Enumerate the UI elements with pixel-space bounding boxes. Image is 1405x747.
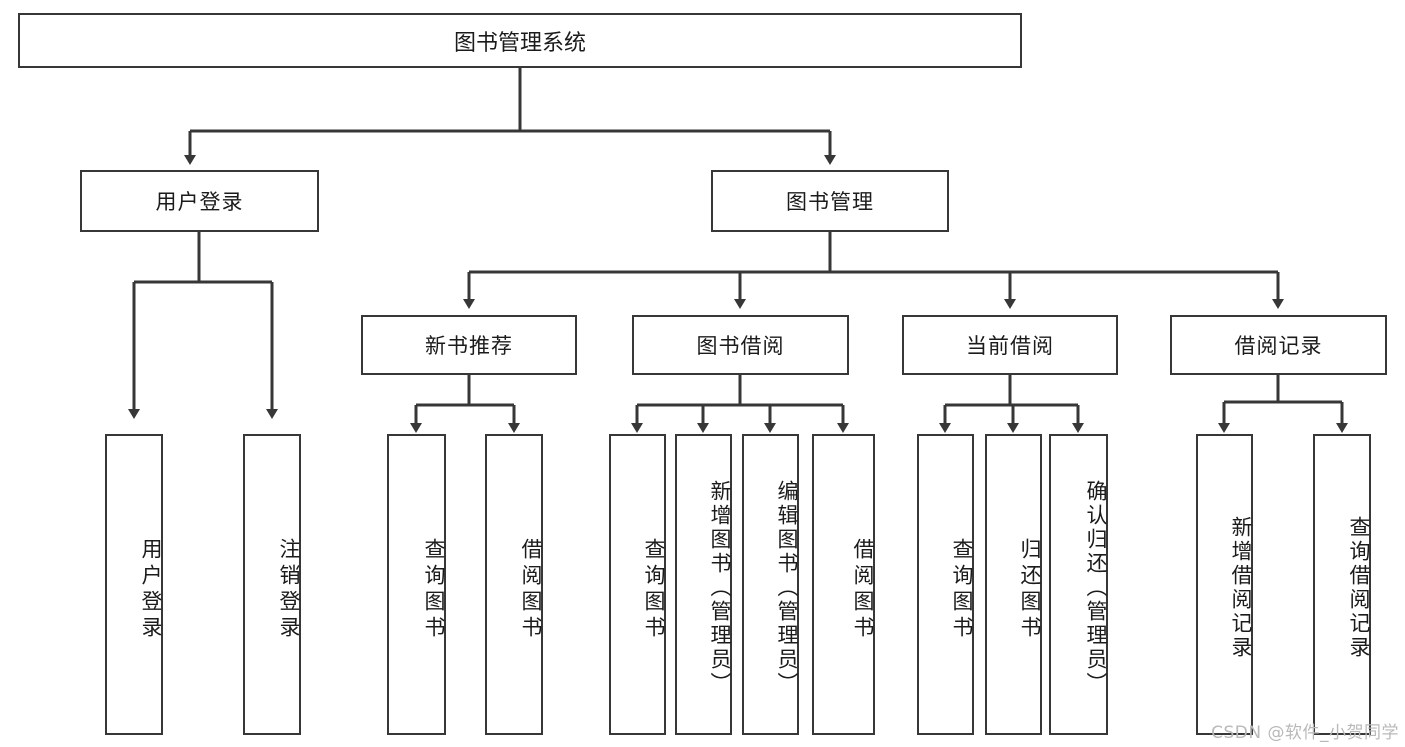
node-leaf-query-book-current[interactable]: 查询图书 [917, 434, 974, 735]
node-borrow-record-label: 借阅记录 [1234, 334, 1323, 358]
node-leaf-edit-book-admin-label: 编辑图书（管理员） [775, 479, 799, 696]
node-leaf-query-book-label: 查询图书 [642, 537, 666, 642]
node-leaf-add-book-admin-label: 新增图书（管理员） [708, 479, 732, 696]
node-leaf-query-book-current-label: 查询图书 [950, 537, 974, 642]
node-new-book-recommend[interactable]: 新书推荐 [361, 315, 577, 375]
node-leaf-return-book[interactable]: 归还图书 [985, 434, 1042, 735]
node-new-book-recommend-label: 新书推荐 [425, 334, 513, 358]
node-leaf-query-book[interactable]: 查询图书 [609, 434, 666, 735]
node-current-borrow-label: 当前借阅 [966, 334, 1054, 358]
node-book-management-label: 图书管理 [786, 190, 874, 214]
node-leaf-return-book-label: 归还图书 [1018, 537, 1042, 642]
node-book-borrow-label: 图书借阅 [696, 334, 785, 358]
node-user-login-label: 用户登录 [155, 190, 244, 214]
node-leaf-add-book-admin[interactable]: 新增图书（管理员） [675, 434, 732, 735]
node-leaf-query-book-recommend-label: 查询图书 [422, 537, 446, 642]
csdn-watermark: CSDN @软件_小贺同学 [1211, 723, 1399, 743]
node-leaf-query-borrow-record-label: 查询借阅记录 [1347, 515, 1371, 660]
node-leaf-logout[interactable]: 注销登录 [243, 434, 301, 735]
node-leaf-borrow-book-label: 借阅图书 [851, 537, 875, 642]
node-current-borrow[interactable]: 当前借阅 [902, 315, 1118, 375]
node-leaf-query-book-recommend[interactable]: 查询图书 [387, 434, 446, 735]
node-book-borrow[interactable]: 图书借阅 [632, 315, 849, 375]
node-user-login[interactable]: 用户登录 [80, 170, 319, 232]
node-leaf-add-borrow-record[interactable]: 新增借阅记录 [1196, 434, 1253, 735]
node-leaf-edit-book-admin[interactable]: 编辑图书（管理员） [742, 434, 799, 735]
node-leaf-user-login-label: 用户登录 [139, 537, 163, 642]
node-leaf-query-borrow-record[interactable]: 查询借阅记录 [1313, 434, 1371, 735]
node-leaf-confirm-return-admin[interactable]: 确认归还（管理员） [1049, 434, 1108, 735]
node-leaf-logout-label: 注销登录 [277, 537, 301, 642]
node-leaf-add-borrow-record-label: 新增借阅记录 [1229, 515, 1253, 660]
node-leaf-borrow-book-recommend-label: 借阅图书 [519, 537, 543, 642]
node-leaf-borrow-book[interactable]: 借阅图书 [812, 434, 875, 735]
node-root-label: 图书管理系统 [453, 30, 586, 56]
node-leaf-confirm-return-admin-label: 确认归还（管理员） [1084, 479, 1108, 696]
node-leaf-user-login[interactable]: 用户登录 [105, 434, 163, 735]
node-borrow-record[interactable]: 借阅记录 [1170, 315, 1387, 375]
node-root[interactable]: 图书管理系统 [18, 13, 1022, 68]
node-book-management[interactable]: 图书管理 [711, 170, 949, 232]
node-leaf-borrow-book-recommend[interactable]: 借阅图书 [485, 434, 543, 735]
